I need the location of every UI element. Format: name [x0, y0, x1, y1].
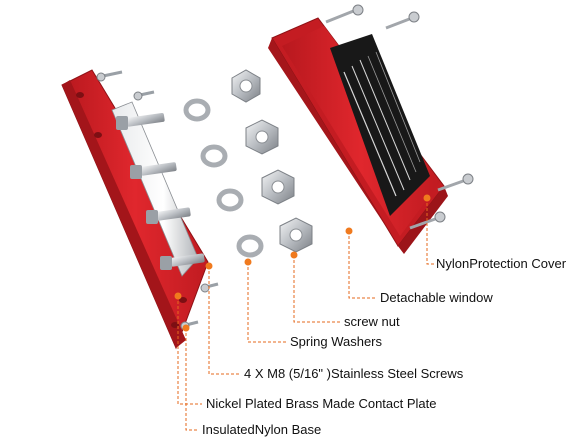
label-spring-washers: Spring Washers	[290, 334, 382, 349]
leader-studs	[208, 266, 240, 375]
spring-washers	[183, 98, 264, 258]
stud-2	[130, 162, 177, 179]
nut-3	[261, 169, 295, 205]
leader-dots	[174, 194, 431, 332]
washer-1	[183, 98, 211, 122]
nut-1	[231, 69, 261, 103]
leader-base	[185, 328, 198, 431]
insulated-nylon-base	[61, 69, 209, 350]
label-screw-nut: screw nut	[344, 314, 400, 329]
washer-3	[216, 188, 244, 212]
leader-washers	[247, 262, 286, 343]
leader-lines	[177, 198, 434, 431]
stainless-steel-studs	[116, 112, 205, 270]
leader-window	[348, 231, 376, 299]
detachable-window	[330, 34, 430, 216]
label-detachable-window: Detachable window	[380, 290, 493, 305]
leader-cover	[426, 198, 434, 265]
stud-1	[116, 112, 165, 130]
stud-4	[160, 253, 205, 270]
label-contact-plate: Nickel Plated Brass Made Contact Plate	[206, 396, 437, 411]
stud-3	[146, 207, 191, 224]
leader-plate	[177, 296, 202, 405]
washer-2	[200, 144, 228, 168]
washer-4	[236, 234, 264, 258]
nut-2	[245, 119, 279, 155]
leader-nut	[293, 255, 340, 323]
label-nylon-protection-cover: NylonProtection Cover	[436, 256, 567, 271]
cover-screws	[325, 4, 474, 230]
nut-4	[279, 217, 313, 253]
label-stainless-steel-screws: 4 X M8 (5/16" )Stainless Steel Screws	[244, 366, 464, 381]
label-insulated-nylon-base: InsulatedNylon Base	[202, 422, 322, 437]
screw-nuts	[231, 69, 313, 253]
